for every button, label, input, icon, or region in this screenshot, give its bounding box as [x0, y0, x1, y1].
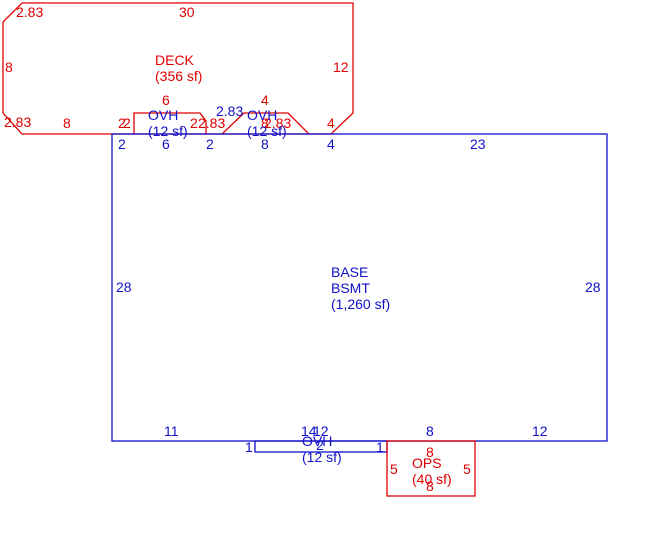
dim-ovh-l-b: 2 — [123, 115, 131, 131]
dim-ovh-r-top: 4 — [261, 92, 269, 108]
dim-deck-left: 8 — [5, 59, 13, 75]
dim-ovh-b-c: 2 — [316, 437, 324, 453]
dim-ovh-l-d: 2.83 — [198, 115, 226, 131]
dim-deck-top: 30 — [179, 4, 195, 20]
ovh-left-outline — [133, 112, 207, 134]
dim-ovh-l-top: 6 — [162, 92, 170, 108]
dim-deck-right: 12 — [333, 59, 349, 75]
base-label: BASE BSMT (1,260 sf) — [331, 264, 390, 312]
ovh-bottom-code: OVH — [302, 433, 333, 449]
dim-ops-right: 5 — [463, 461, 471, 477]
dim-base-bottom-left: 11 — [164, 423, 179, 439]
ops-code: OPS — [412, 455, 442, 471]
dim-ops-bottom: 8 — [426, 478, 434, 494]
ovh-left-label: OVH (12 sf) — [148, 107, 188, 139]
dim-base-c: 2 — [206, 136, 214, 152]
dim-base-right: 28 — [585, 279, 601, 295]
ovh-left-code: OVH — [148, 107, 179, 123]
ovh-right-label: OVH (12 sf) — [247, 107, 287, 139]
dim-ovh-r-d: 2.83 — [216, 103, 244, 119]
base-code: BASE — [331, 264, 369, 280]
deck-code: DECK — [155, 52, 194, 68]
dim-deck-bottom-left: 2.83 — [4, 114, 32, 130]
ops-outline — [386, 440, 476, 497]
dim-deck-seg: 4 — [327, 115, 335, 131]
dim-deck-top-left: 2.83 — [16, 4, 44, 20]
ovh-bottom-label: OVH (12 sf) — [302, 433, 342, 465]
dim-ovh-r-a: 8 — [261, 115, 269, 131]
ovh-left-area: (12 sf) — [148, 123, 188, 139]
dim-ovh-l-c: 2 — [190, 115, 198, 131]
dim-ovh-l-a: 2 — [118, 115, 126, 131]
dim-ovh-r-b: 2.83 — [264, 115, 292, 131]
dim-base-top: 23 — [470, 136, 486, 152]
dim-base-bottom-mid: 8 — [426, 423, 434, 439]
dim-base-bottom-right: 12 — [532, 423, 548, 439]
dim-base-d: 8 — [261, 136, 269, 152]
ovh-right-outline — [221, 112, 310, 135]
base-area: (1,260 sf) — [331, 296, 391, 312]
dim-ops-top: 8 — [426, 444, 434, 460]
dim-deck-bottom: 8 — [63, 115, 71, 131]
ovh-right-code: OVH — [247, 107, 278, 123]
deck-area: (356 sf) — [155, 68, 203, 84]
dim-base-a: 2 — [118, 136, 126, 152]
dim-ovh-b-right: 1 — [376, 439, 384, 455]
dim-base-left: 28 — [116, 279, 132, 295]
ovh-right-area: (12 sf) — [247, 123, 287, 139]
dim-ovh-b-b: 12 — [313, 423, 329, 439]
ovh-bottom-area: (12 sf) — [302, 449, 342, 465]
ops-label: OPS (40 sf) — [412, 455, 452, 487]
dim-ovh-b-a: 14 — [301, 423, 317, 439]
ops-area: (40 sf) — [412, 471, 452, 487]
dim-ovh-b-left: 1 — [245, 439, 253, 455]
dim-ops-left: 5 — [390, 461, 398, 477]
base-name: BSMT — [331, 280, 370, 296]
dim-base-b: 6 — [162, 136, 170, 152]
deck-label: DECK (356 sf) — [155, 52, 202, 84]
dim-base-e: 4 — [327, 136, 335, 152]
